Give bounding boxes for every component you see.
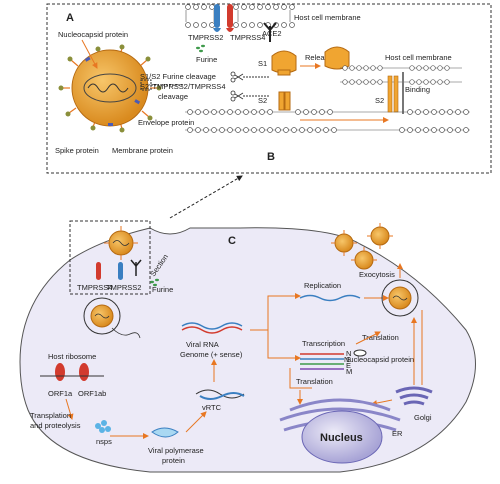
label-translation-2: Translation — [296, 377, 333, 386]
replication-rna — [299, 294, 361, 302]
label-cleavage: cleavage — [158, 92, 188, 101]
golgi — [395, 386, 433, 406]
panel-label-a: A — [66, 12, 74, 24]
label-spike-a: Spike protein — [55, 146, 99, 155]
virus-membrane-a-right — [395, 109, 470, 133]
label-er: ER — [392, 429, 403, 438]
label-tmprss2-a: TMPRSS2 — [188, 33, 223, 42]
label-nucleocapsid-a: Nucleocapsid protein — [58, 30, 128, 39]
virus-membrane-a — [185, 109, 395, 133]
label-s2prime-cleavage: S2' TMPRSS2/TMPRSS4 — [140, 82, 226, 91]
ace2-c — [130, 259, 142, 276]
furine-dots-c — [150, 278, 159, 287]
ribosome-orf1a — [55, 363, 65, 381]
label-viral-polymerase-1: Viral polymerase — [148, 446, 204, 455]
label-orf1a: ORF1a — [48, 389, 73, 398]
label-transplation: Transplation — [30, 411, 71, 420]
label-host-membrane-right: Host cell membrane — [385, 53, 452, 62]
label-s1s2-cleavage: S1/S2 Furine cleavage — [140, 72, 216, 81]
label-s2: S2 — [258, 96, 267, 105]
nucleocapsid-oval-c — [353, 349, 367, 357]
label-viral-polymerase-2: protein — [162, 456, 185, 465]
zoom-arrow — [169, 175, 243, 219]
virus-released-2 — [367, 223, 393, 249]
label-orf1ab: ORF1ab — [78, 389, 106, 398]
label-nucleus: Nucleus — [320, 432, 363, 444]
label-furine-a: Furine — [196, 55, 217, 64]
label-gene-s: S — [346, 355, 351, 364]
label-s1: S1 — [258, 59, 267, 68]
label-vrtc: vRTC — [202, 403, 222, 412]
tmprss4-a — [226, 4, 234, 32]
furine-dots-a — [196, 44, 205, 53]
label-release: Release — [305, 53, 333, 62]
label-binding: Binding — [405, 85, 430, 94]
label-host-membrane-top: Host cell membrane — [294, 13, 361, 22]
label-s2-binding: S2 — [375, 96, 384, 105]
label-tmprss4-c: TMPRSS4 — [77, 283, 112, 292]
host-cell — [19, 227, 476, 473]
ribosome-orf1ab — [79, 363, 89, 381]
label-golgi: Golgi — [414, 413, 432, 422]
subgenomic-rnas — [300, 353, 344, 370]
virus-endosome — [83, 297, 141, 339]
label-nucleocapsid-c: Nucleocapsid protein — [344, 355, 414, 364]
scissors-icon — [230, 71, 244, 102]
section-box — [69, 220, 151, 295]
label-envelope-a: Envelope protein — [138, 118, 194, 127]
released-s1 — [324, 46, 350, 70]
label-replication: Replication — [304, 281, 341, 290]
label-gene-n: N — [346, 349, 351, 358]
label-proteolysis: and proteolysis — [30, 421, 81, 430]
panel-label-b: B — [267, 151, 275, 163]
ace2-a — [263, 22, 277, 42]
panel-label-c: C — [228, 235, 236, 247]
label-translation-1: Translation — [362, 333, 399, 342]
tmprss2-c — [118, 262, 123, 280]
virus-released-1 — [331, 230, 357, 256]
label-membrane-a: Membrane protein — [112, 146, 173, 155]
label-viral-rna-1: Viral RNA — [186, 340, 219, 349]
label-host-ribosome: Host ribosome — [48, 352, 96, 361]
virus-released-3 — [351, 247, 377, 270]
virus-entry — [104, 226, 138, 260]
label-ace2-a: ACE2 — [262, 29, 282, 38]
label-tmprss4-a: TMPRSS4 — [230, 33, 265, 42]
label-nsps: nsps — [96, 437, 112, 446]
virus-assembled — [381, 279, 419, 317]
label-gene-e: E — [346, 361, 351, 370]
spike-protein-s1s2 — [271, 50, 297, 111]
label-tmprss2-c: TMPRSS2 — [106, 283, 141, 292]
nucleus — [301, 410, 383, 464]
vrtc-complex — [195, 389, 245, 400]
label-viral-rna-2: Genome (+ sense) — [180, 350, 243, 359]
host-membrane-right — [340, 65, 462, 85]
label-gene-m: M — [346, 367, 352, 376]
nsps-cluster — [95, 420, 111, 433]
label-furine-c: Furine — [152, 285, 173, 294]
label-exocytosis: Exocytosis — [359, 270, 395, 279]
label-transcription: Transcription — [302, 339, 345, 348]
viral-rna-genome — [181, 322, 243, 334]
viral-polymerase — [151, 427, 179, 438]
tmprss4-c — [96, 262, 101, 280]
tmprss2-a — [213, 4, 221, 32]
virus-particle-a — [58, 44, 185, 133]
